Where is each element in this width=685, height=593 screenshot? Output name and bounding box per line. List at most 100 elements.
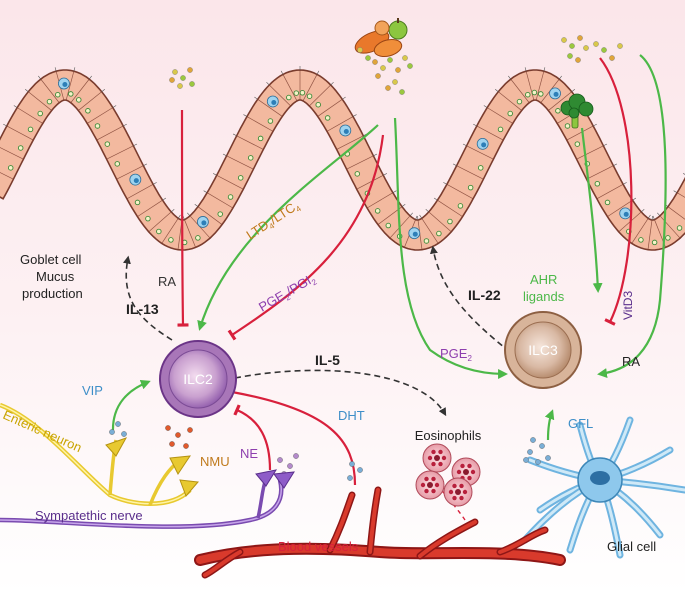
pathway-arrow (599, 57, 633, 326)
pathway-arrow (580, 127, 603, 293)
microvilli (232, 133, 237, 137)
cell-nucleus (531, 89, 538, 96)
cell-border (302, 74, 318, 102)
microvilli (543, 67, 546, 72)
molecule-dot (187, 427, 193, 433)
vip-label: VIP (82, 383, 103, 398)
cell-border (586, 165, 614, 180)
microvilli (373, 153, 378, 157)
pge2-label: PGE2 (440, 346, 472, 363)
cell-border (106, 145, 134, 160)
nutrient-dot (169, 77, 175, 83)
cell-nucleus (195, 235, 201, 241)
nutrient-dot (180, 75, 186, 81)
cell-nucleus (538, 91, 544, 97)
cell-nucleus (286, 94, 292, 101)
pathway-arrow (123, 255, 173, 341)
nutrient-dot (380, 65, 386, 71)
cell-border (535, 71, 545, 101)
microvilli (433, 197, 438, 201)
nutrient-dot (395, 67, 401, 73)
pathway-arrow (597, 54, 667, 378)
cell-nucleus (306, 93, 313, 99)
microvilli (603, 143, 608, 147)
cell-nucleus (168, 237, 174, 243)
microvilli (495, 88, 499, 92)
cell-border (269, 84, 291, 107)
cell-border (437, 199, 463, 217)
cell-nucleus (145, 215, 151, 222)
microvilli (143, 163, 148, 166)
molecule-dot (121, 431, 127, 437)
microvilli (89, 75, 92, 80)
epithelial-band (0, 69, 685, 251)
microvilli (101, 88, 105, 92)
nutrient-dot (593, 41, 599, 47)
cell-border (6, 125, 34, 141)
pathway-arrow (197, 124, 379, 331)
cell-border (65, 71, 75, 101)
eosinophil-cells-icon (415, 443, 481, 507)
microvilli (613, 163, 618, 166)
pathway-arrow (229, 386, 357, 486)
nutrient-dot (177, 83, 183, 89)
microvilli (352, 114, 357, 117)
nutrient-dot (172, 69, 178, 75)
cell-border (206, 192, 234, 209)
microvilli (651, 215, 653, 221)
cell-border (356, 174, 384, 190)
nutrient-dot (189, 81, 195, 87)
cell-nucleus (46, 98, 53, 105)
molecule-dot (293, 453, 299, 459)
cell-nucleus (257, 135, 264, 142)
nutrient-dot (357, 47, 363, 53)
microvilli (508, 75, 511, 80)
cell-border (197, 206, 223, 225)
cell-border (96, 125, 124, 141)
cell-border (126, 184, 154, 200)
goblet-mucus (271, 99, 277, 105)
microvilli (171, 209, 175, 213)
subscript: 2 (310, 277, 319, 287)
cell-nucleus (638, 237, 644, 243)
cell-border (566, 125, 594, 141)
sympathetic-nerve (0, 469, 295, 529)
food-nutrients-icon (354, 18, 408, 58)
microvilli (3, 123, 7, 127)
cell-nucleus (374, 208, 381, 214)
microvilli (203, 190, 208, 193)
cell-border (246, 116, 274, 132)
microvilli (133, 143, 138, 147)
cell-border (78, 91, 102, 111)
glial-cell-label: Glial cell (607, 539, 656, 554)
cell-nucleus (37, 110, 43, 117)
cell-border (309, 84, 331, 107)
cell-border (417, 219, 423, 250)
cell-border (466, 145, 494, 160)
cell-border (226, 155, 254, 170)
nutrient-dot (609, 55, 615, 61)
il22-label: IL-22 (468, 287, 501, 303)
ra-left-label: RA (158, 274, 176, 289)
microvilli (254, 96, 258, 100)
cell-border (216, 174, 244, 190)
cell-nucleus (525, 91, 531, 98)
microvilli (559, 75, 562, 80)
broccoli-icon (560, 93, 594, 129)
cell-border (137, 199, 163, 217)
cell-border (487, 107, 513, 124)
cell-border (326, 116, 354, 132)
microvilli (419, 214, 423, 219)
molecule-dot (530, 437, 536, 443)
nutrient-dot (407, 63, 413, 69)
molecule-dot (357, 467, 363, 473)
microvilli (483, 105, 488, 108)
cell-border (647, 219, 653, 250)
cell-border (317, 99, 343, 117)
microvilli (25, 88, 29, 92)
cell-border (548, 91, 572, 111)
microvilli (342, 96, 346, 100)
nutrient-dot (385, 85, 391, 91)
